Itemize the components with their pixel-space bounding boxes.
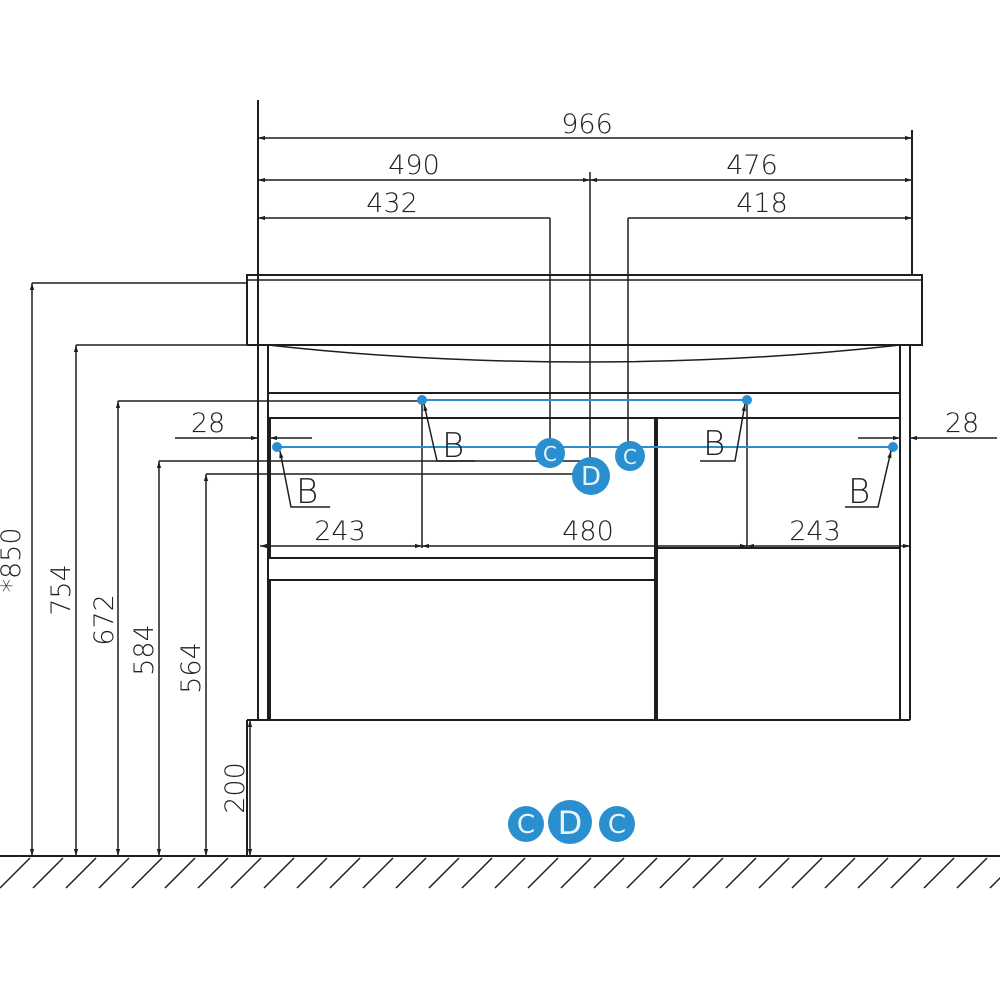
- dim-672: 672: [89, 594, 120, 646]
- floor-hatch: [98, 857, 130, 889]
- dim-200: 200: [220, 762, 251, 814]
- floor-hatch: [692, 857, 724, 889]
- floor-hatch: [989, 876, 1000, 889]
- floor-hatch: [164, 857, 196, 889]
- dim-754: 754: [46, 564, 77, 616]
- marker-c: C: [543, 442, 557, 466]
- connection-markers: C D C: [535, 438, 645, 495]
- drawer-dimensions: 243 480 243: [260, 400, 910, 549]
- floor-hatch: [197, 857, 229, 889]
- floor-hatch: [263, 857, 295, 889]
- floor-hatch: [890, 857, 922, 889]
- floor-hatch: [956, 857, 988, 889]
- b-callouts: B B B B: [279, 403, 892, 512]
- countertop: [246, 274, 923, 363]
- floor-hatch: [230, 857, 262, 889]
- floor-hatch: [824, 857, 856, 889]
- legend-c: C: [608, 810, 626, 840]
- legend-markers: C D C: [508, 800, 635, 844]
- floor-hatch: [296, 857, 328, 889]
- legend-c: C: [517, 810, 535, 840]
- marker-d: D: [581, 462, 601, 492]
- mounting-lines: [272, 395, 898, 452]
- floor-hatch: [626, 857, 658, 889]
- floor-hatch: [461, 857, 493, 889]
- dim-left-width: 490: [388, 150, 440, 181]
- floor-hatch: [395, 857, 427, 889]
- dim-right-width: 476: [726, 150, 778, 181]
- floor-hatch: [494, 857, 526, 889]
- legend-d: D: [558, 804, 583, 842]
- floor-hatch: [362, 857, 394, 889]
- dim-right-inset: 28: [945, 408, 979, 439]
- floor-hatch: [560, 857, 592, 889]
- lower-right-door: [656, 547, 901, 721]
- floor-hatch: [329, 857, 361, 889]
- height-dimensions: *850 754 672 584 564 200: [0, 282, 590, 856]
- floor-hatch: [0, 857, 31, 889]
- floor-hatch: [65, 857, 97, 889]
- floor-hatch: [758, 857, 790, 889]
- callout-b: B: [703, 424, 725, 464]
- floor-hatch: [857, 857, 889, 889]
- floor-hatch: [32, 857, 64, 889]
- floor: [0, 855, 1000, 889]
- marker-c: C: [623, 445, 637, 469]
- callout-b: B: [442, 426, 464, 466]
- callout-b: B: [296, 472, 318, 512]
- inset-dimensions: 28 28: [175, 408, 997, 441]
- floor-hatch: [791, 857, 823, 889]
- dim-middle-span: 480: [562, 516, 614, 547]
- callout-b: B: [848, 472, 870, 512]
- dim-right-c-offset: 418: [736, 188, 788, 219]
- floor-hatch: [659, 857, 691, 889]
- floor-hatch: [131, 857, 163, 889]
- floor-hatch: [593, 857, 625, 889]
- top-dimensions: 966 490 476 432 418: [258, 109, 912, 460]
- dim-584: 584: [129, 624, 160, 676]
- floor-hatch: [428, 857, 460, 889]
- floor-hatch: [725, 857, 757, 889]
- dim-left-inset: 28: [191, 408, 225, 439]
- dim-left-c-offset: 432: [366, 188, 418, 219]
- dim-left-drawer: 243: [314, 516, 366, 547]
- lower-left-drawer: [269, 579, 656, 721]
- dim-564: 564: [176, 642, 207, 694]
- dim-total-height: *850: [0, 527, 27, 592]
- dim-right-drawer: 243: [789, 516, 841, 547]
- dim-total-width: 966: [561, 109, 613, 140]
- floor-hatch: [923, 857, 955, 889]
- floor-hatch: [527, 857, 559, 889]
